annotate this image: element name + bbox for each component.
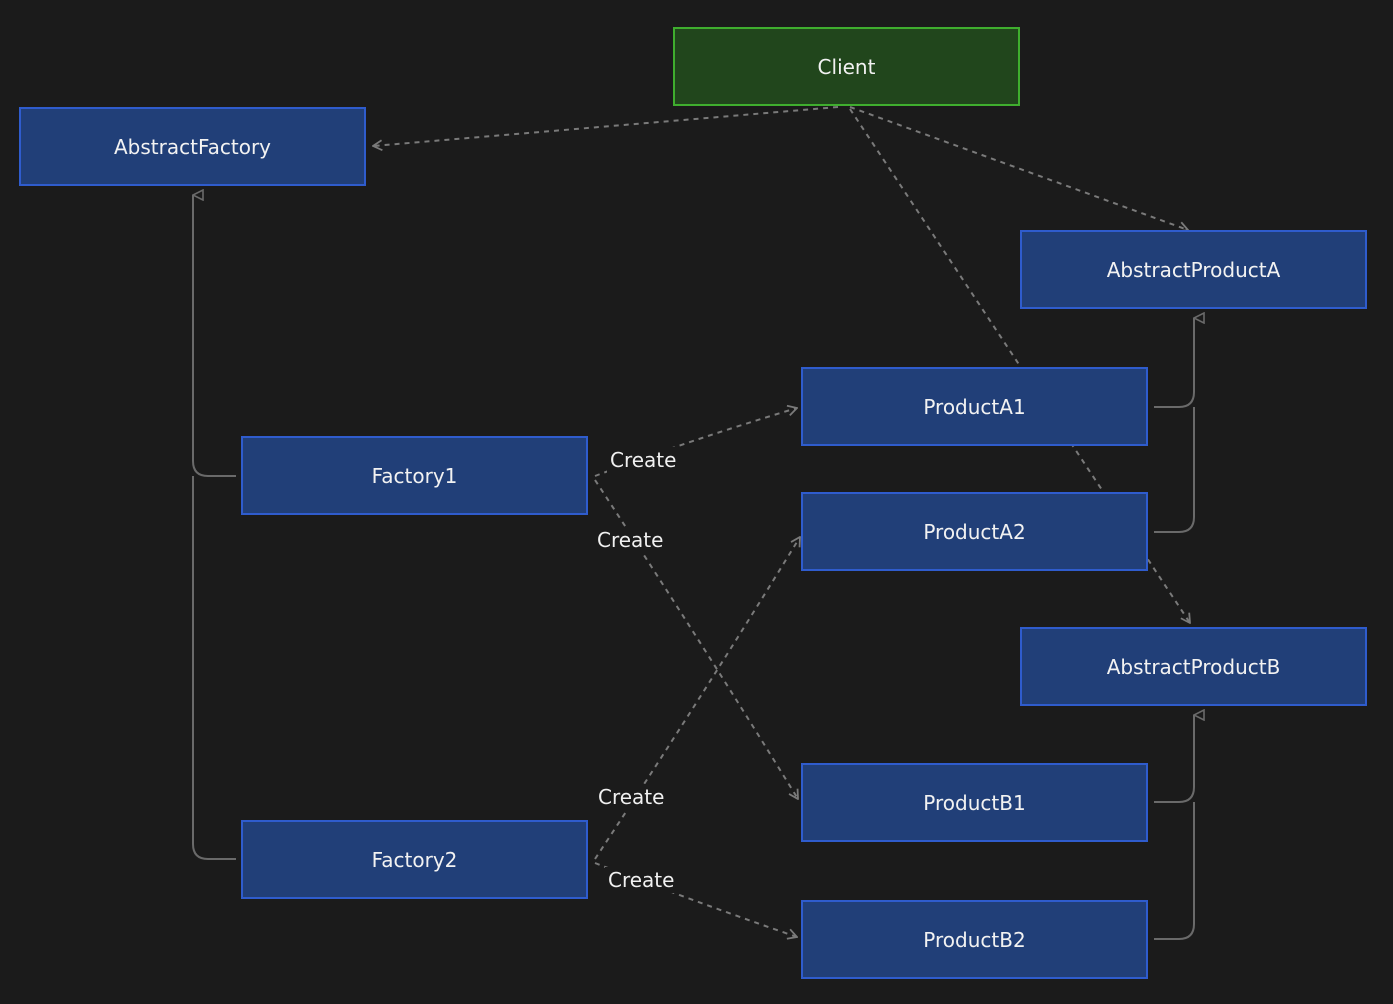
edge-factory1-creates-producta1 [594, 408, 797, 477]
product-a1-node-label: ProductA1 [923, 394, 1026, 419]
abstract-product-b-node-label: AbstractProductB [1106, 654, 1281, 679]
abstract-product-a-node[interactable]: AbstractProductA [1020, 230, 1367, 309]
abstract-factory-node[interactable]: AbstractFactory [19, 107, 366, 186]
factory2-node-label: Factory2 [371, 847, 458, 872]
edge-label-factory2-productb2: Create [605, 867, 678, 893]
edge-factory1-creates-productb1 [594, 479, 798, 799]
edge-factory2-creates-productb2 [594, 862, 797, 937]
edge-productb1-inherits-abstractproductb [1154, 715, 1194, 803]
edge-client-to-abstractproducta [849, 106, 1188, 230]
edge-client-to-abstractfactory [373, 106, 839, 146]
edge-label-factory1-productb1: Create [594, 527, 667, 553]
client-node-label: Client [817, 54, 876, 79]
edge-producta2-inherits-abstractproducta [1154, 407, 1195, 533]
edge-label-factory2-producta2: Create [595, 784, 668, 810]
edge-factory2-creates-producta2 [594, 537, 800, 860]
abstract-product-a-node-label: AbstractProductA [1106, 257, 1281, 282]
edge-producta1-inherits-abstractproducta [1154, 318, 1194, 408]
product-b1-node[interactable]: ProductB1 [801, 763, 1148, 842]
abstract-factory-node-label: AbstractFactory [113, 134, 271, 159]
product-b2-node[interactable]: ProductB2 [801, 900, 1148, 979]
factory1-node[interactable]: Factory1 [241, 436, 588, 515]
factory2-node[interactable]: Factory2 [241, 820, 588, 899]
product-b1-node-label: ProductB1 [923, 790, 1026, 815]
factory1-node-label: Factory1 [371, 463, 458, 488]
product-a1-node[interactable]: ProductA1 [801, 367, 1148, 446]
edge-factory2-inherits-abstractfactory [192, 476, 236, 860]
edge-label-factory1-producta1: Create [607, 447, 680, 473]
product-a2-node-label: ProductA2 [923, 519, 1026, 544]
edge-factory1-inherits-abstractfactory [192, 195, 236, 477]
client-node[interactable]: Client [673, 27, 1020, 106]
product-a2-node[interactable]: ProductA2 [801, 492, 1148, 571]
abstract-product-b-node[interactable]: AbstractProductB [1020, 627, 1367, 706]
product-b2-node-label: ProductB2 [923, 927, 1026, 952]
edge-productb2-inherits-abstractproductb [1154, 802, 1195, 940]
